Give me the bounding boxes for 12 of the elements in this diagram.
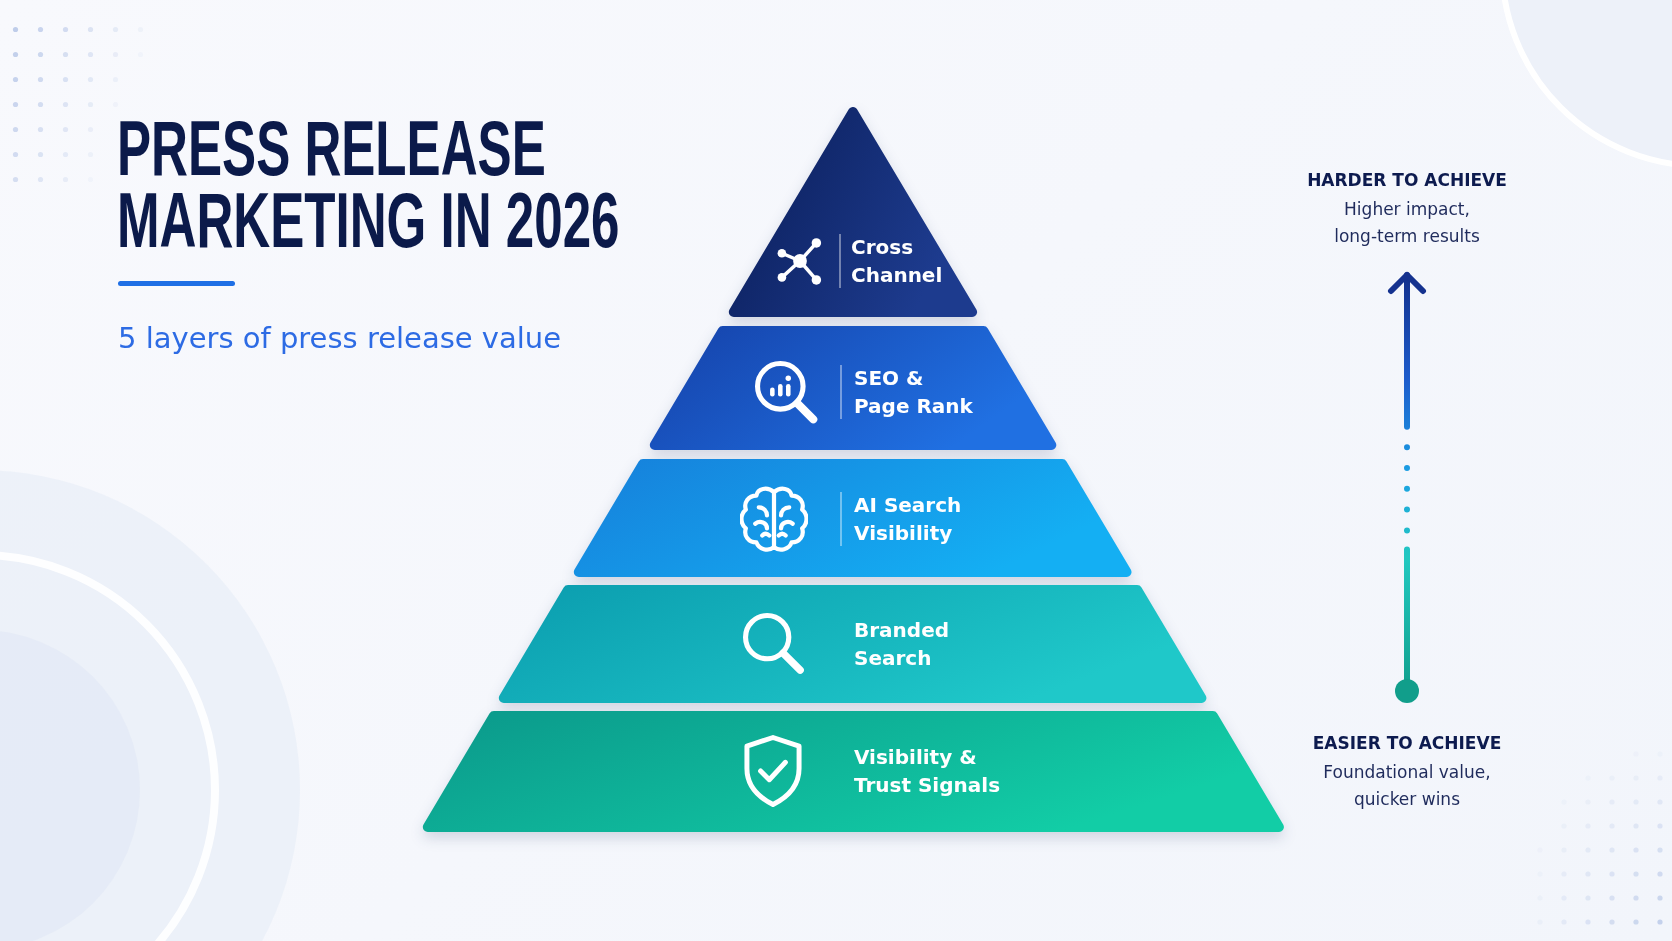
tier-label: SEO & Page Rank <box>854 365 974 420</box>
tier-label: Branded Search <box>854 617 951 672</box>
difficulty-note: Higher impact, long-term results <box>1333 198 1481 248</box>
arrow <box>1388 272 1426 703</box>
difficulty-heading: HARDER TO ACHIEVE <box>1306 169 1508 192</box>
subtitle: 5 layers of press release value <box>118 321 562 356</box>
tier-label: Cross Channel <box>851 234 944 289</box>
title: PRESS RELEASE MARKETING IN 2026 <box>117 112 621 256</box>
difficulty-note: Foundational value, quicker wins <box>1322 761 1492 811</box>
difficulty-heading: EASIER TO ACHIEVE <box>1311 732 1503 755</box>
tier-label: Visibility & Trust Signals <box>854 744 1002 799</box>
tier-label: AI Search Visibility <box>854 492 963 547</box>
